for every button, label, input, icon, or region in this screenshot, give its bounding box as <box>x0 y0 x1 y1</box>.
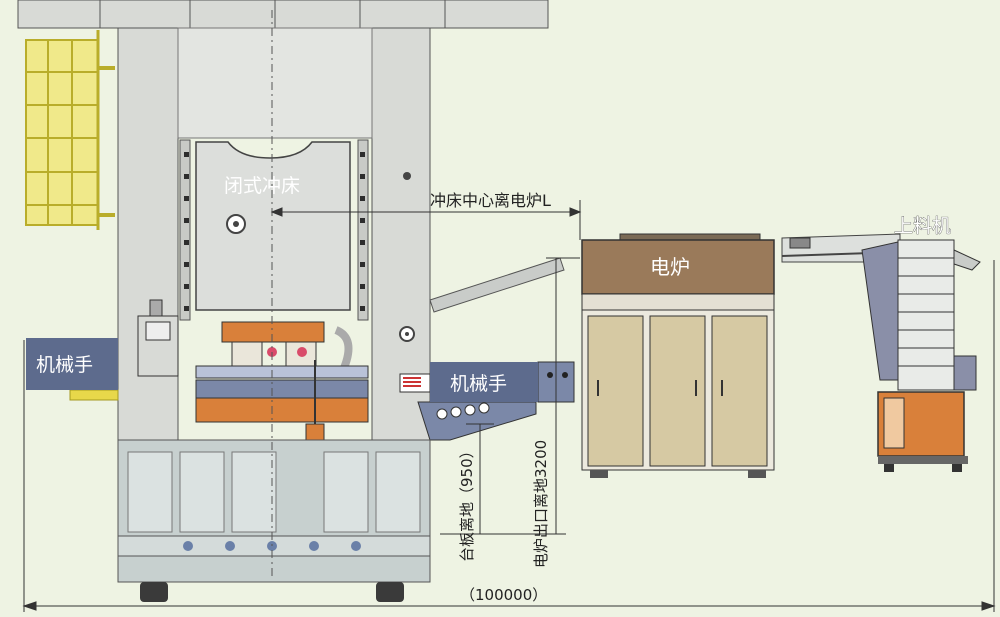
furnace-label: 电炉 <box>650 255 690 279</box>
conveyor-chute <box>429 257 565 313</box>
robot-right-label: 机械手 <box>450 373 507 395</box>
press-to-furnace-dimension <box>270 200 582 240</box>
height-dimensions <box>440 257 580 535</box>
furnace-outlet-height-label: 电炉出口离地3200 <box>532 440 550 568</box>
table-height-label: 台板离地（950） <box>458 443 476 562</box>
right-robot-rail <box>399 361 575 441</box>
die-set <box>195 321 369 423</box>
loader-machine <box>781 233 981 472</box>
overall-length-label: （100000） <box>460 586 547 604</box>
ladder <box>25 30 115 230</box>
press-to-furnace-label: 冲床中心离电炉L <box>430 191 551 210</box>
robot-left-label-box <box>26 338 118 390</box>
press-frame <box>117 27 431 449</box>
slide-bolts <box>184 152 365 311</box>
electric-furnace <box>581 233 775 478</box>
robot-right-label-box <box>430 362 538 402</box>
loader-label: 上料机 <box>894 215 951 237</box>
robot-left-label: 机械手 <box>36 354 93 376</box>
press-base <box>117 439 431 602</box>
left-robot-hardware <box>69 299 179 401</box>
press-slide <box>184 141 365 311</box>
press-label: 闭式冲床 <box>224 175 300 197</box>
overall-length-dimension <box>22 260 996 612</box>
press-crown <box>17 0 549 29</box>
